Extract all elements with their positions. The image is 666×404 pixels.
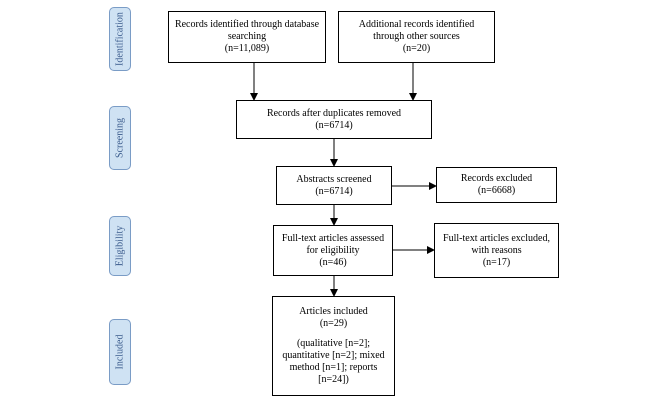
articles-included-detail-line: method [n=1]; reports — [289, 362, 378, 373]
database-records-box: Records identified through database sear… — [168, 11, 326, 63]
abstracts-screened-count: (n=6714) — [315, 185, 353, 197]
phase-screening: Screening — [109, 106, 131, 170]
phase-identification-label: Identification — [114, 12, 126, 66]
phase-included-label: Included — [114, 334, 126, 370]
database-records-count: (n=11,089) — [224, 43, 270, 54]
fulltext-assessed-count: (n=46) — [319, 256, 347, 268]
articles-included-line1: Articles included — [299, 306, 368, 317]
records-excluded-line1: Records excluded — [460, 173, 533, 184]
articles-included-detail-line: quantitative [n=2]; mixed — [282, 350, 385, 361]
records-excluded-count: (n=6668) — [477, 185, 516, 196]
records-excluded-box: Records excluded (n=6668) — [436, 167, 557, 203]
duplicates-removed-count: (n=6714) — [315, 119, 353, 131]
phase-identification: Identification — [109, 7, 131, 71]
other-sources-box: Additional records identified through ot… — [338, 11, 495, 63]
phase-eligibility: Eligibility — [109, 216, 131, 276]
duplicates-removed-line1: Records after duplicates removed — [266, 107, 402, 119]
fulltext-assessed-box: Full-text articles assessed for eligibil… — [273, 225, 393, 276]
fulltext-assessed-line1: Full-text articles assessed — [281, 232, 385, 244]
articles-included-detail-line: (qualitative [n=2]; — [296, 338, 371, 349]
duplicates-removed-box: Records after duplicates removed (n=6714… — [236, 100, 432, 139]
phase-included: Included — [109, 319, 131, 385]
fulltext-excluded-line1: Full-text articles excluded, — [443, 232, 550, 244]
fulltext-excluded-box: Full-text articles excluded, with reason… — [434, 223, 559, 278]
abstracts-screened-line1: Abstracts screened — [296, 173, 372, 185]
fulltext-excluded-count: (n=17) — [482, 256, 511, 268]
other-sources-line2: through other sources — [373, 31, 460, 42]
other-sources-count: (n=20) — [402, 43, 431, 54]
articles-included-detail-line: [n=24]) — [318, 374, 349, 385]
database-records-line1: Records identified through database — [174, 19, 320, 30]
phase-eligibility-label: Eligibility — [114, 225, 126, 267]
fulltext-assessed-line2: for eligibility — [306, 244, 360, 256]
articles-included-box: Articles included (n=29) (qualitative [n… — [272, 296, 395, 396]
abstracts-screened-box: Abstracts screened (n=6714) — [276, 166, 392, 205]
database-records-line2: searching — [227, 31, 267, 42]
articles-included-count: (n=29) — [319, 318, 348, 329]
other-sources-line1: Additional records identified — [358, 19, 475, 30]
fulltext-excluded-line2: with reasons — [471, 244, 522, 256]
phase-screening-label: Screening — [114, 118, 126, 158]
